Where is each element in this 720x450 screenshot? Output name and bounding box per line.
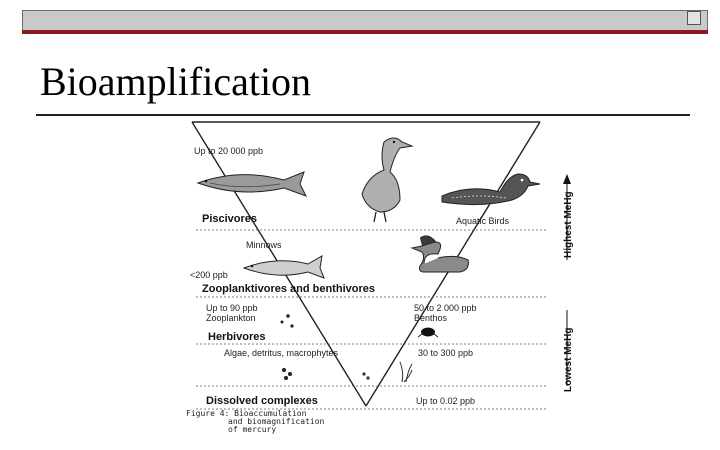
heron-bird-icon [362,138,412,222]
zooplankton-concentration-label: Up to 90 ppb [206,303,258,313]
piscivores-label: Piscivores [202,213,257,225]
lowest-mehg-label: Lowest MeHg [563,328,574,392]
caption-line-3: of mercury [186,425,276,434]
benthos-icon [418,328,438,338]
zooplankton-label: Zooplankton [206,313,256,323]
algae-label: Algae, detritus, macrophytes [224,348,339,358]
zooplanktivores-benthivores-label: Zooplanktivores and benthivores [202,283,375,295]
aquatic-birds-label: Aquatic Birds [456,216,510,226]
loon-bird-icon [442,174,540,205]
top-accent-line [22,30,708,34]
figure-caption: Figure 4: Bioaccumulation and biomagnifi… [186,410,324,434]
highest-mehg-label: Highest MeHg [563,191,574,258]
top-concentration-label: Up to 20 000 ppb [194,146,263,156]
mehg-arrow-up-icon [563,174,571,184]
dissolved-concentration-label: Up to 0.02 ppb [416,396,475,406]
algae-icon [282,362,412,382]
corner-square-decor [687,11,701,25]
zooplankton-icon [281,314,294,327]
benthos-concentration-label: 50 to 2 000 ppb [414,303,477,313]
dissolved-complexes-label: Dissolved complexes [206,395,318,407]
minnows-label: Minnows [246,240,282,250]
minnow-fish-icon [244,256,324,278]
slide-title: Bioamplification [40,58,311,105]
algae-concentration-label: 30 to 300 ppb [418,348,473,358]
herbivores-label: Herbivores [208,331,265,343]
title-underline [36,114,690,116]
minnow-concentration-label: <200 ppb [190,270,228,280]
benthos-label: Benthos [414,313,448,323]
bioamplification-diagram: Up to 20 000 ppb Piscivores Aquatic Bird… [180,120,580,450]
pike-fish-icon [198,172,306,196]
